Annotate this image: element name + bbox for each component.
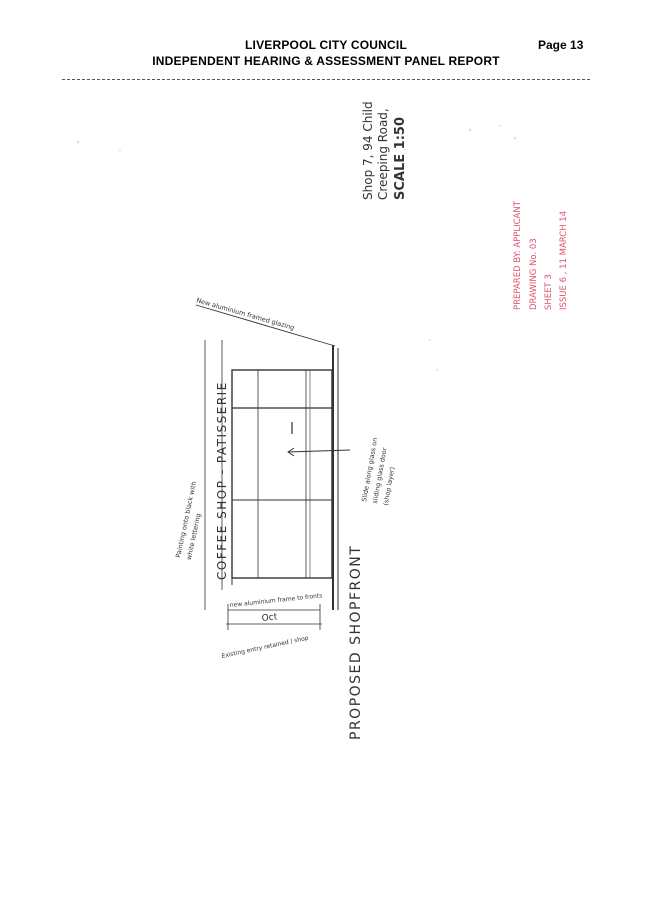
prepared-line-2: DRAWING No. 03 xyxy=(529,238,539,310)
drawing-title-block: Shop 7, 94 Child Creeping Road, SCALE 1:… xyxy=(361,101,408,200)
top-glazing-note: New aluminium framed glazing xyxy=(195,296,295,332)
title-line-1: Shop 7, 94 Child xyxy=(361,101,375,200)
shopfront-sketch: Shop 7, 94 Child Creeping Road, SCALE 1:… xyxy=(77,101,569,740)
header-divider xyxy=(62,79,590,80)
existing-entry-note: Existing entry retained / shop xyxy=(221,635,309,660)
prepared-by-block: PREPARED BY: APPLICANT DRAWING No. 03 SH… xyxy=(513,200,569,310)
dimension-value: Oct xyxy=(261,612,278,624)
page-header: LIVERPOOL CITY COUNCIL INDEPENDENT HEARI… xyxy=(0,0,652,90)
page-number: Page 13 xyxy=(538,38,584,52)
proposed-shopfront-text: PROPOSED SHOPFRONT xyxy=(348,545,364,740)
fascia-sign: COFFEE SHOP - PATISSERIE xyxy=(215,381,229,580)
council-title: LIVERPOOL CITY COUNCIL xyxy=(245,38,407,52)
lettering-note: Painting onto black with white lettering xyxy=(174,480,202,560)
prepared-line-3: SHEET 3 xyxy=(544,274,554,310)
prepared-line-1: PREPARED BY: APPLICANT xyxy=(513,200,523,310)
scale-label: SCALE 1:50 xyxy=(393,117,408,200)
title-line-2: Creeping Road, xyxy=(376,108,390,200)
shopfront-elevation xyxy=(195,304,351,630)
scan-specks xyxy=(77,125,516,371)
glass-door-note: Slide along glass on sliding glass door … xyxy=(360,437,396,506)
fascia-sign-text: COFFEE SHOP - PATISSERIE xyxy=(215,381,229,580)
top-note-text: New aluminium framed glazing xyxy=(195,296,295,332)
prepared-line-4: ISSUE 6 , 11 MARCH 14 xyxy=(559,211,569,310)
proposed-shopfront-heading: PROPOSED SHOPFRONT xyxy=(348,545,364,740)
frame-dimension-note: new aluminium frame to fronts xyxy=(229,592,322,609)
report-title: INDEPENDENT HEARING & ASSESSMENT PANEL R… xyxy=(152,54,500,68)
